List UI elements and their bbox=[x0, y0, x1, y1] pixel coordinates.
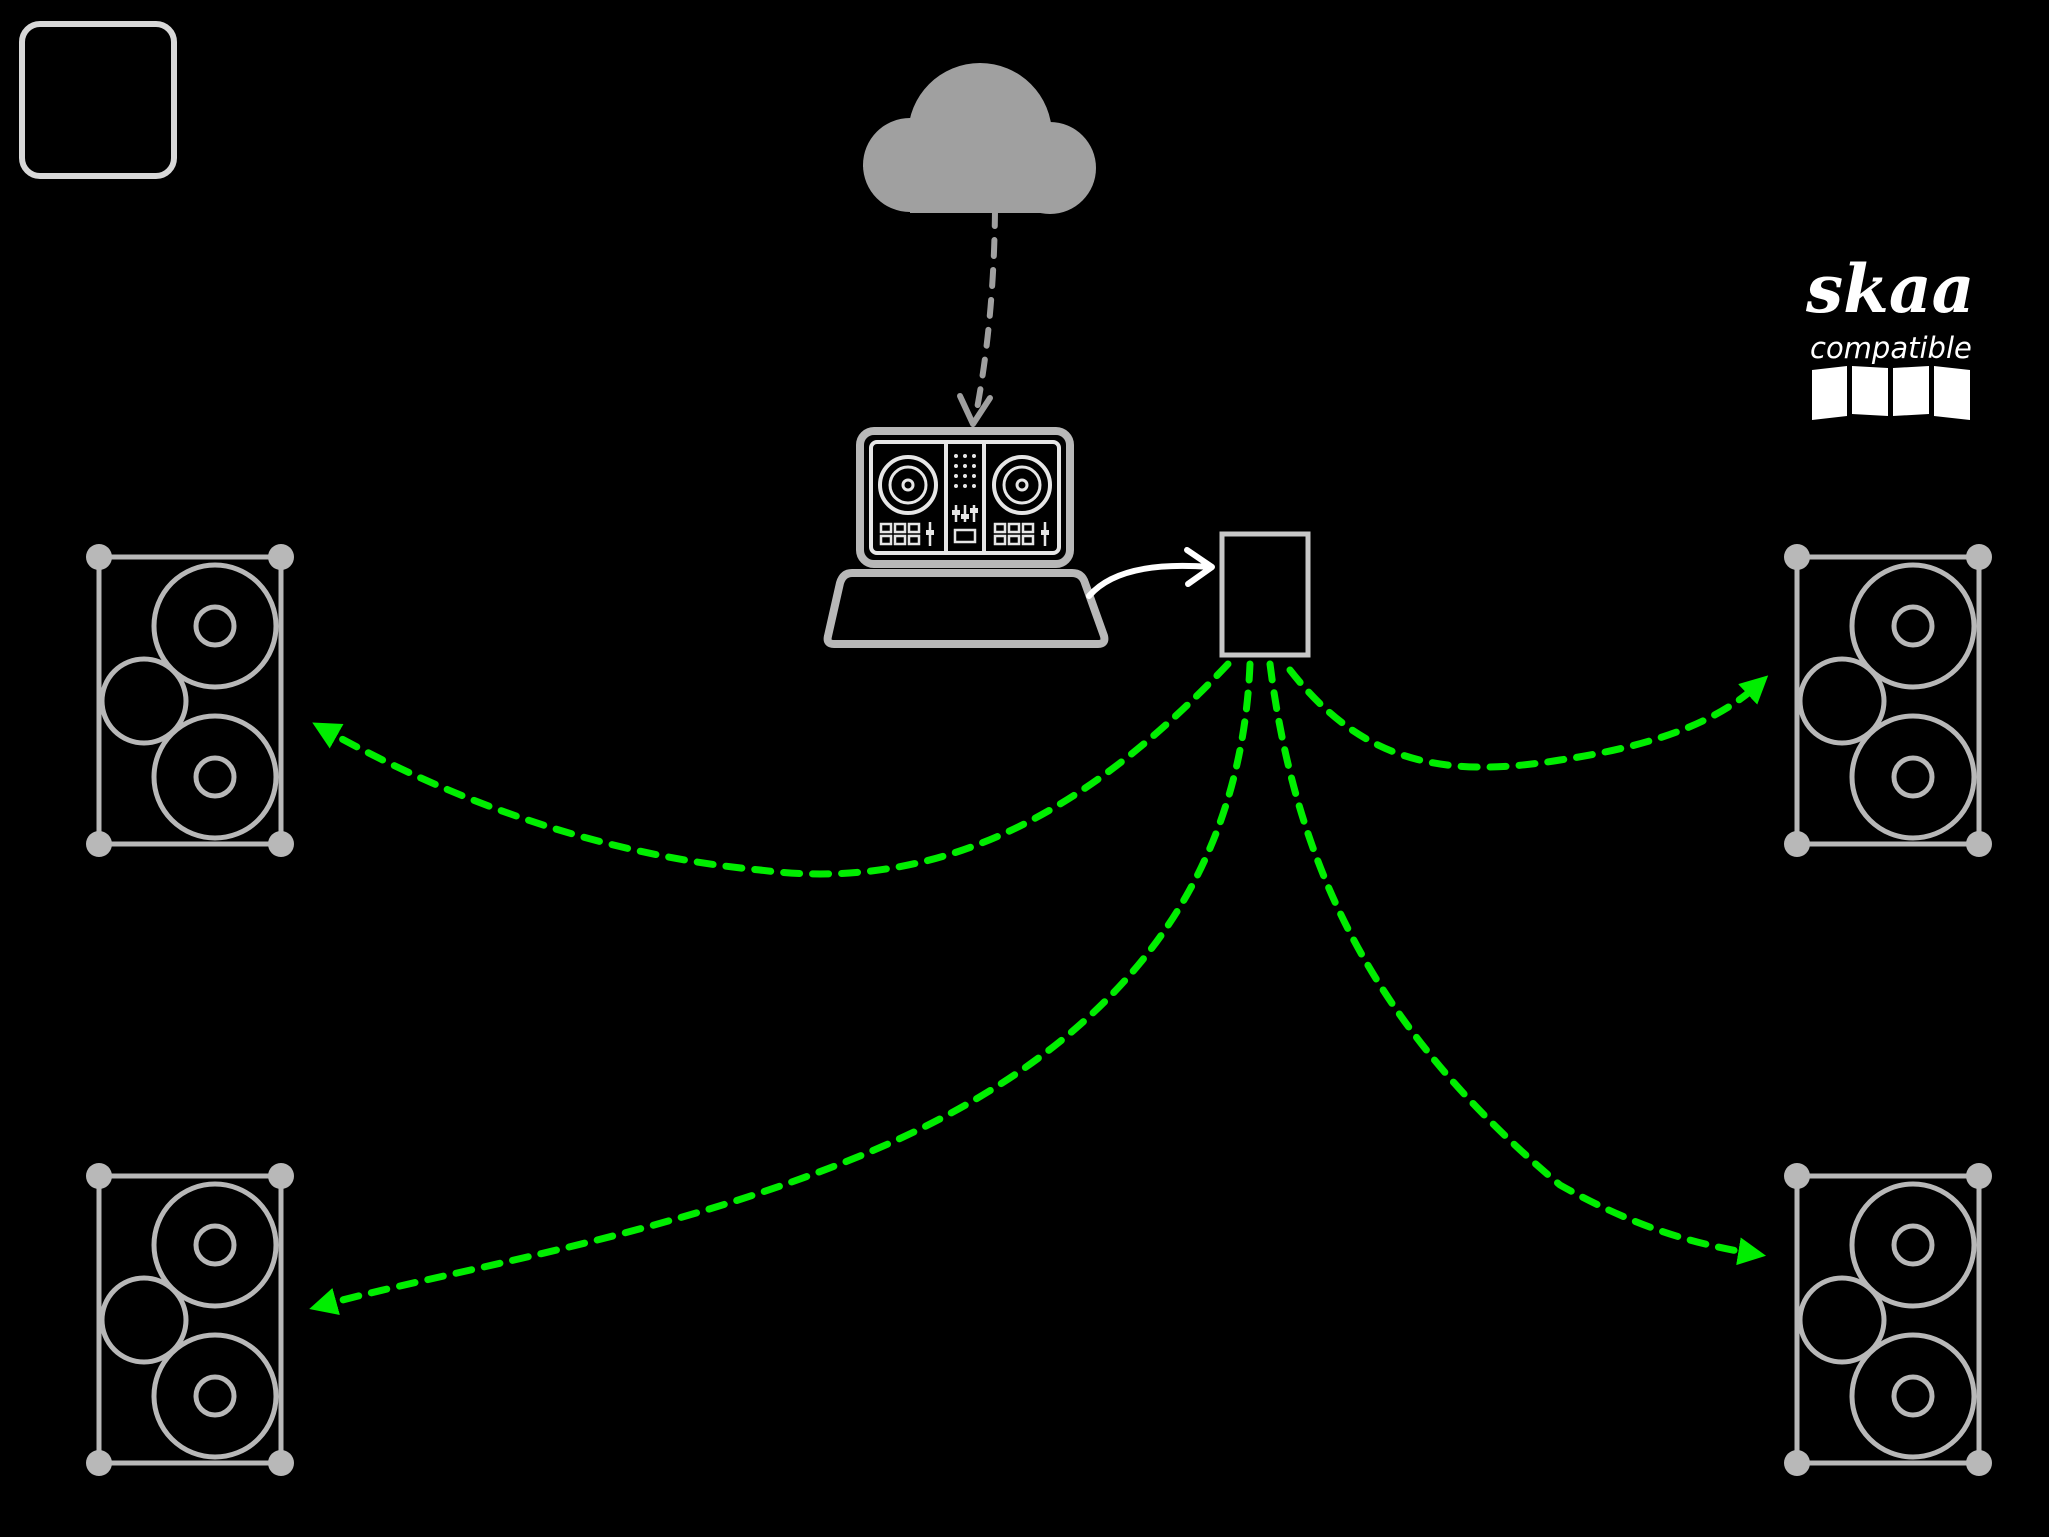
dj-controller-laptop-icon bbox=[828, 431, 1105, 644]
link-to-speaker-top-left bbox=[322, 664, 1228, 874]
wireless-links bbox=[320, 664, 1760, 1306]
rounded-frame-icon bbox=[22, 24, 174, 176]
link-to-speaker-bottom-left bbox=[320, 664, 1250, 1306]
logo-tagline: compatible bbox=[1810, 331, 1972, 365]
logo-wordmark: skaa bbox=[1805, 250, 1974, 328]
speaker-icon bbox=[86, 1163, 294, 1476]
skaa-compatible-logo: skaa compatible bbox=[1805, 250, 1974, 420]
cloud-download-link bbox=[960, 210, 995, 424]
speaker-icon bbox=[86, 544, 294, 857]
transmitter-box-icon bbox=[1222, 534, 1308, 655]
cloud-icon bbox=[863, 63, 1096, 214]
logo-badge-icon bbox=[1812, 366, 1970, 420]
speaker-icon bbox=[1784, 1163, 1992, 1476]
speaker-icon bbox=[1784, 544, 1992, 857]
link-to-speaker-bottom-right bbox=[1270, 664, 1755, 1254]
link-to-speaker-top-right bbox=[1290, 670, 1760, 767]
laptop-to-transmitter-cable bbox=[1089, 550, 1212, 596]
